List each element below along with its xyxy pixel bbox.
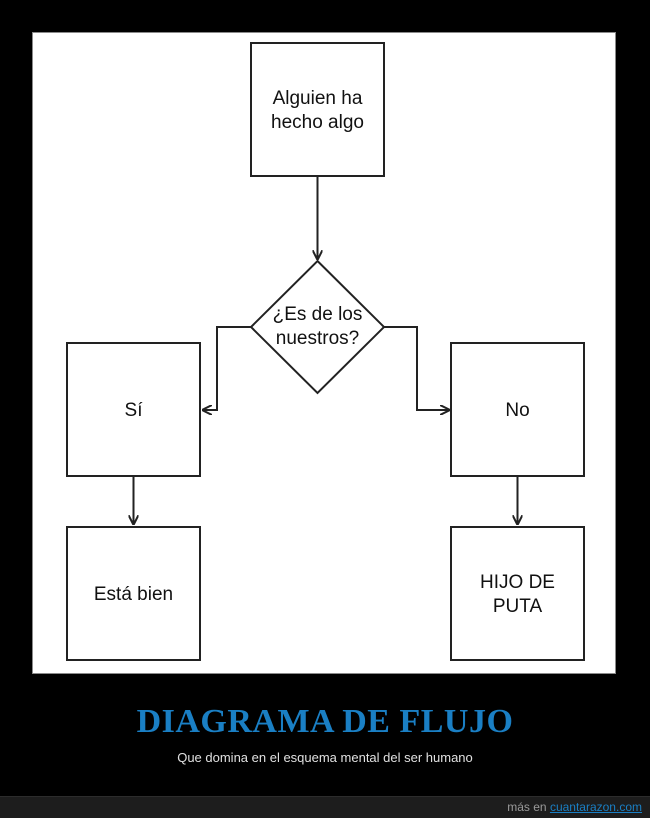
footer-bar: más en cuantarazon.com (0, 796, 650, 818)
no-result-label-line-2: PUTA (493, 596, 543, 617)
no-result-box (450, 526, 585, 661)
no-box (450, 342, 585, 477)
footer-text: más en cuantarazon.com (507, 800, 642, 814)
start-label-line-1: Alguien ha (273, 88, 363, 109)
decision-diamond (249, 259, 386, 395)
meme-frame: Alguien ha hecho algo ¿Es de los nuestro… (32, 32, 616, 674)
node-yes-result: Está bien (66, 526, 201, 661)
node-no: No (450, 342, 585, 477)
decision-label-line-1: ¿Es de los (273, 304, 363, 325)
caption-subtitle: Que domina en el esquema mental del ser … (177, 750, 473, 765)
node-no-result: HIJO DE PUTA (450, 526, 585, 661)
node-yes: Sí (66, 342, 201, 477)
caption-title: DIAGRAMA DE FLUJO (136, 703, 514, 740)
yes-result-label: Está bien (94, 584, 173, 605)
node-decision: ¿Es de los nuestros? (249, 259, 386, 395)
start-label-line-2: hecho algo (271, 112, 364, 133)
flowchart: Alguien ha hecho algo ¿Es de los nuestro… (66, 42, 585, 661)
decision-label-line-2: nuestros? (276, 328, 359, 349)
start-box (250, 42, 385, 177)
node-start: Alguien ha hecho algo (250, 42, 385, 177)
yes-label: Sí (125, 400, 144, 421)
no-result-label-line-1: HIJO DE (480, 572, 555, 593)
yes-result-box (66, 526, 201, 661)
arrow-decision-to-yes (203, 326, 251, 410)
footer-prefix: más en (507, 800, 547, 814)
no-label: No (505, 400, 529, 421)
site-link[interactable]: cuantarazon.com (549, 800, 642, 814)
arrow-decision-to-no (384, 326, 449, 410)
